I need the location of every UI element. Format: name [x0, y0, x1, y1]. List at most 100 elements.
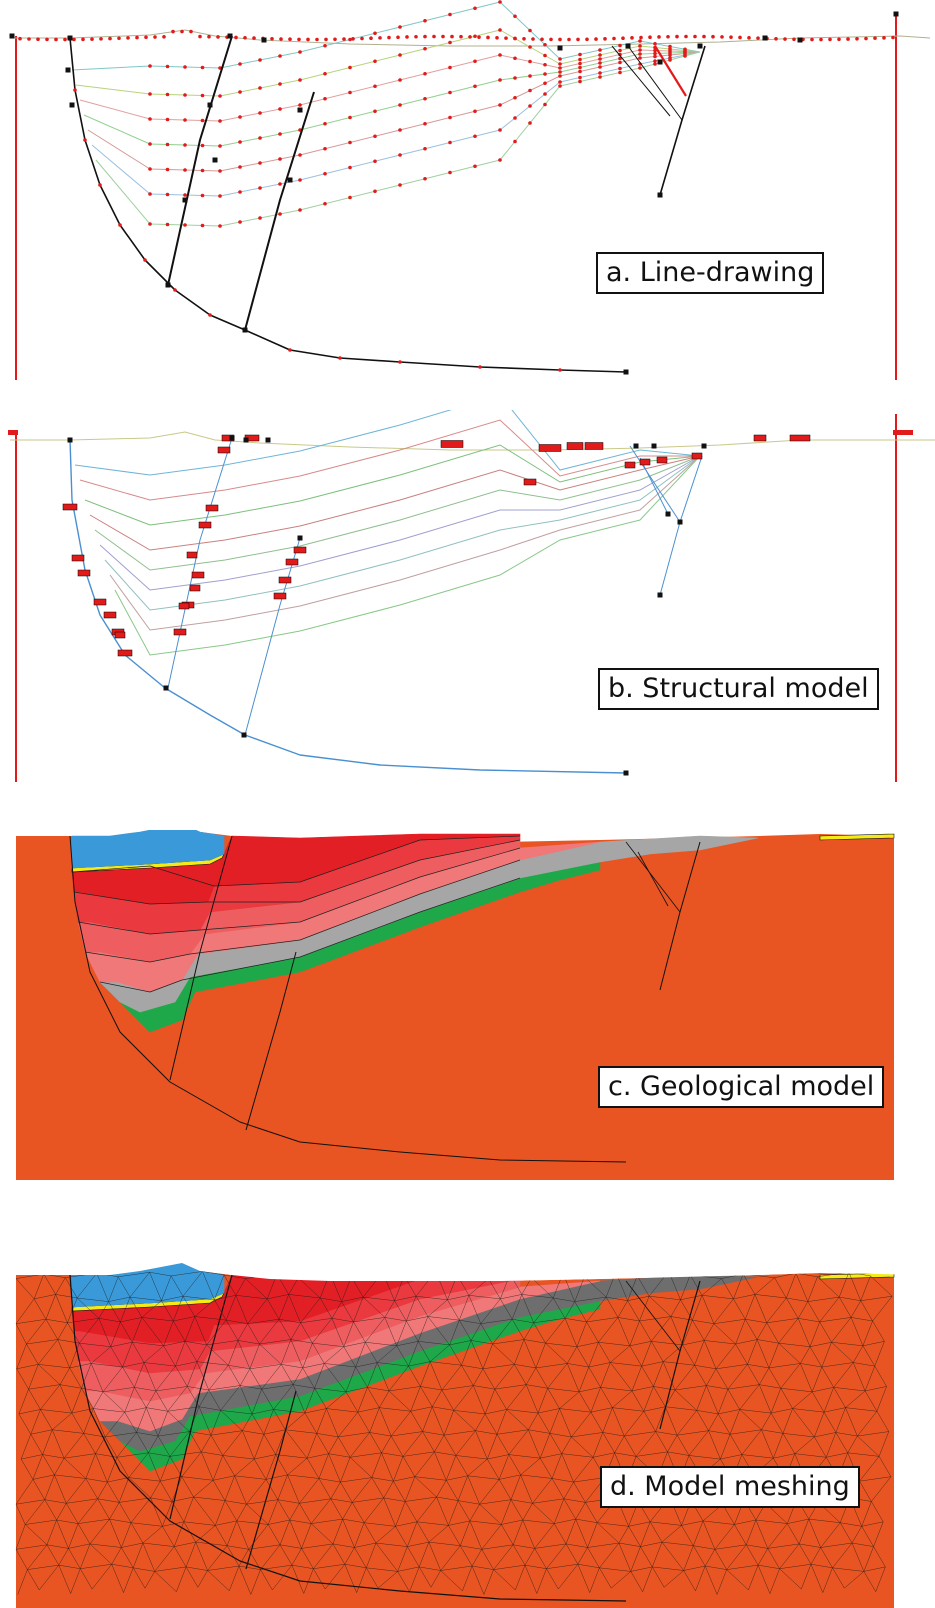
horizon-pick-dot: [165, 192, 170, 197]
horizon-pick-dot: [278, 132, 282, 136]
surface-pick-dot: [702, 34, 706, 39]
horizon-pick-dot: [578, 79, 582, 84]
surface-pick-dot: [108, 36, 112, 41]
horizon-pick-dot: [218, 224, 222, 228]
node-marker: [623, 770, 629, 776]
fault-1-line: [169, 1274, 233, 1520]
edge-marker: [189, 584, 201, 592]
horizon-pick-dot: [498, 128, 502, 132]
fault-pick-dot: [338, 356, 342, 360]
edge-marker: [191, 571, 205, 579]
fault-4-line: [627, 45, 683, 121]
horizon-pick-dot: [558, 62, 562, 66]
surface-pick-dot: [558, 37, 562, 42]
surface-pick-dot: [63, 37, 67, 42]
surface-pick-dot: [360, 36, 364, 41]
surface-pick-dot: [117, 36, 121, 41]
horizon-pick-dot: [598, 48, 602, 52]
surface-pick-dot: [720, 35, 724, 39]
horizon-pick-dot: [218, 169, 222, 173]
horizon-pick-dot: [258, 186, 262, 190]
fault-3-line: [659, 45, 706, 196]
horizon-pick-dot: [558, 80, 562, 84]
edge-marker: [566, 442, 584, 450]
horizon-pick-dot: [598, 65, 602, 69]
surface-pick-dot: [234, 35, 238, 40]
horizon-pick-dot: [473, 6, 477, 11]
horizon-line: [99, 455, 701, 591]
surface-pick-dot: [432, 34, 436, 39]
surface-pick-dot: [495, 35, 499, 40]
mesh-triangles: [15, 1271, 893, 1595]
surface-pick-dot: [630, 36, 634, 40]
surface-pick-dot: [603, 37, 607, 41]
surface-pick-dot: [828, 37, 832, 42]
horizon-pick-dot: [348, 65, 352, 70]
fault-pick-dot: [98, 183, 102, 187]
horizon-pick-dot: [473, 164, 477, 169]
horizon-line: [73, 839, 521, 905]
fault-1-line: [169, 835, 233, 1081]
surface-pick-dot: [693, 34, 697, 39]
horizon-pick-dot: [423, 176, 427, 181]
horizon-pick-dot: [238, 140, 242, 144]
horizon-pick-dot: [238, 190, 242, 194]
node-marker: [69, 102, 75, 108]
surface-pick-dot: [594, 37, 598, 41]
surface-pick-dot: [333, 37, 337, 42]
node-marker: [697, 43, 703, 49]
horizon-pick-dot: [218, 144, 222, 148]
yellow-layer-right: [819, 833, 895, 841]
horizon-pick-dot: [498, 28, 502, 32]
horizon-pick-dot: [598, 71, 602, 75]
horizon-pick-dot: [238, 62, 242, 66]
horizon-pick-dot: [148, 92, 152, 96]
horizon-pick-dot: [398, 153, 402, 157]
surface-pick-dot: [324, 37, 328, 42]
surface-pick-dot: [342, 37, 346, 41]
panel-b-caption: b. Structural model: [598, 668, 879, 710]
horizon-line: [77, 847, 521, 935]
horizon-line: [94, 455, 701, 571]
surface-pick-dot: [747, 36, 751, 40]
surface-pick-dot: [405, 35, 409, 39]
horizon-pick-dot: [498, 103, 502, 107]
horizon-pick-dot: [618, 60, 622, 65]
surface-pick-dot: [783, 37, 787, 41]
horizon-pick-dot: [373, 59, 377, 64]
surface-pick-dot: [378, 36, 382, 40]
geological-model-diagram: [16, 830, 895, 1180]
horizon-pick-dot: [238, 90, 242, 94]
horizon-pick-dot: [498, 0, 502, 4]
horizon-pick-dot: [183, 223, 187, 227]
horizon-pick-dot: [543, 62, 547, 67]
horizon-pick-dot: [473, 109, 477, 114]
horizon-line: [84, 859, 521, 963]
horizon-pick-dot: [528, 104, 532, 108]
fault-pick-dot: [398, 360, 402, 364]
horizon-pick-dot: [598, 61, 602, 65]
structural-model-diagram: [8, 410, 935, 782]
horizon-pick-dot: [148, 142, 152, 146]
horizon-pick-dot: [148, 167, 152, 171]
edge-marker: [103, 611, 117, 619]
horizon-pick-dot: [298, 153, 302, 157]
node-marker: [243, 437, 249, 443]
surface-pick-dot: [891, 35, 895, 40]
horizon-pick-dot: [323, 71, 327, 76]
horizon-pick-dot: [578, 75, 582, 80]
surface-pick-dot: [522, 36, 526, 41]
fault-pick-dot: [73, 88, 77, 92]
horizon-pick-dot: [398, 53, 402, 57]
fault-2-line: [244, 91, 315, 331]
horizon-pick-dot: [423, 121, 427, 126]
horizon-pick-dot: [498, 158, 502, 162]
surface-pick-dot: [72, 37, 76, 42]
horizon-pick-dot: [638, 56, 642, 60]
horizon-line: [79, 419, 700, 501]
surface-pick-dot: [846, 37, 850, 41]
surface-pick-dot: [450, 34, 454, 39]
horizon-pick-dot: [323, 43, 327, 48]
surface-pick-dot: [540, 37, 544, 42]
horizon-pick-dot: [278, 157, 282, 161]
